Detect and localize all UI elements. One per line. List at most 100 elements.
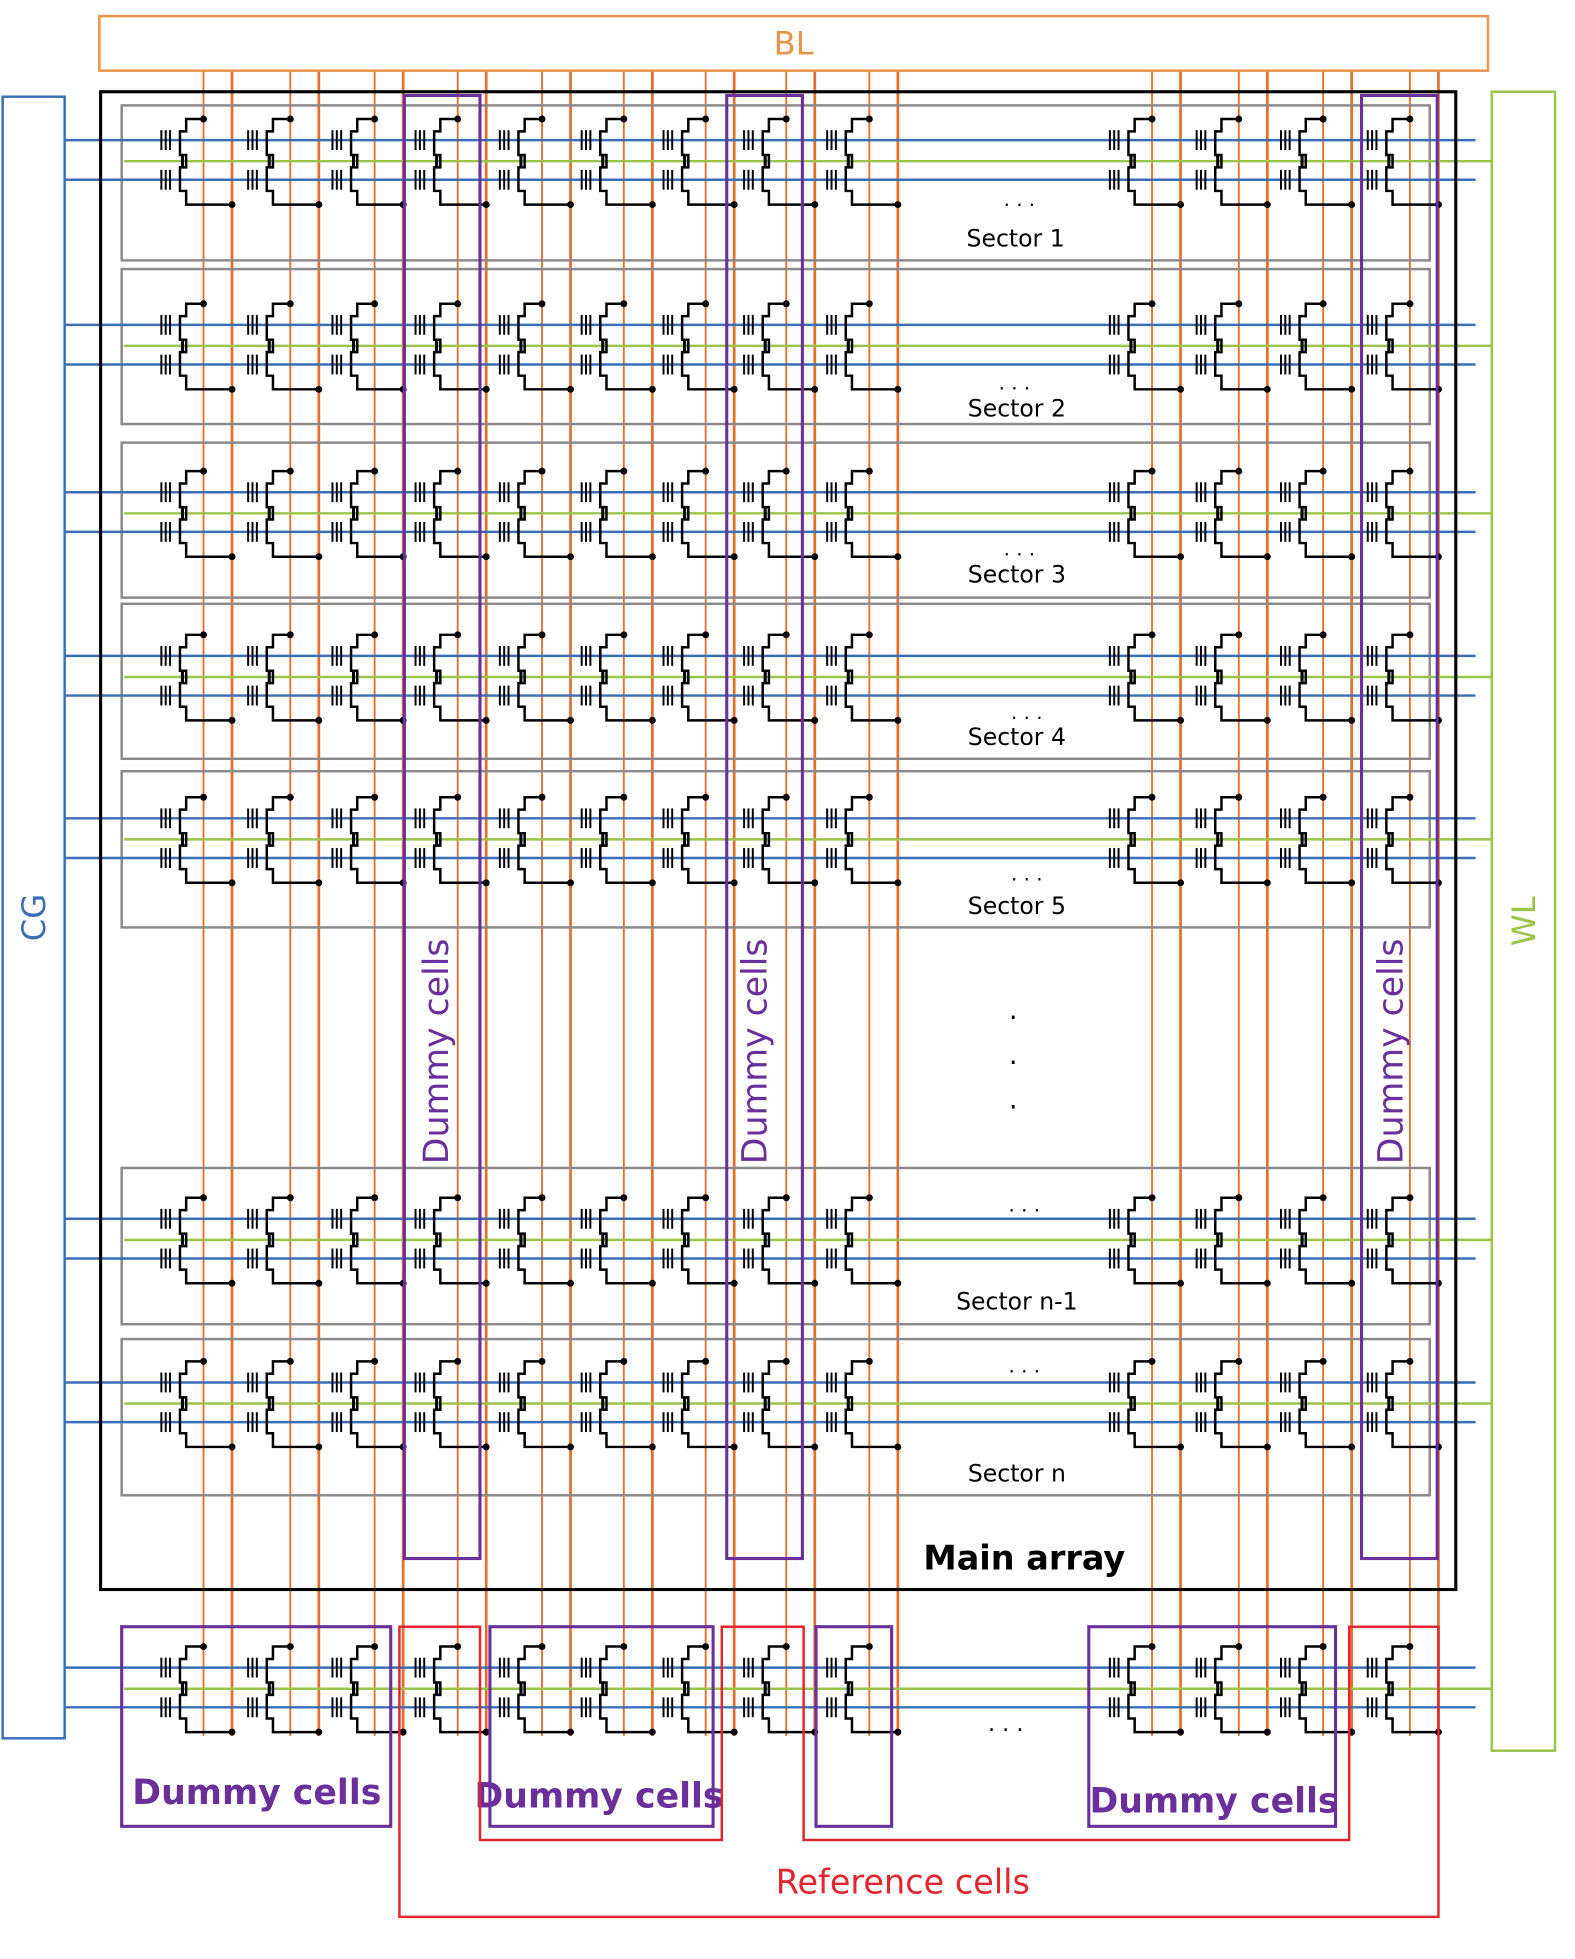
source-contact-dot: [648, 1728, 656, 1736]
cell-transistor: [599, 1360, 653, 1449]
memory-cell: [1279, 300, 1356, 393]
wires-layer: [64, 70, 1492, 1736]
sector-label: Sector 3: [968, 561, 1066, 589]
cell-transistor: [844, 1645, 898, 1734]
drain-contact-dot: [1235, 1643, 1243, 1651]
drain-contact-dot: [1148, 631, 1156, 639]
vertical-ellipsis-dot: .: [1009, 1040, 1018, 1071]
source-contact-dot: [567, 1279, 574, 1287]
drain-contact-dot: [371, 467, 379, 475]
source-contact-dot: [1263, 553, 1271, 561]
main-array-box: [99, 90, 1458, 1592]
cell-transistor: [761, 117, 815, 206]
source-contact-dot: [1177, 716, 1185, 724]
source-contact-dot: [228, 1443, 236, 1451]
source-contact-dot: [1348, 1443, 1356, 1451]
cell-transistor: [517, 633, 571, 722]
drain-contact-dot: [782, 793, 790, 801]
memory-cell: [1279, 467, 1356, 561]
source-contact-dot: [1177, 1279, 1185, 1287]
drain-contact-dot: [538, 1357, 546, 1365]
drain-contact-dot: [371, 1357, 379, 1365]
cell-transistor: [680, 302, 735, 391]
sector-label: Sector n: [968, 1460, 1066, 1488]
cell-transistor: [349, 1196, 404, 1285]
memory-cell: [160, 1194, 236, 1287]
drain-contact-dot: [538, 467, 546, 475]
cell-transistor: [1214, 633, 1268, 722]
cell-transistor: [1127, 117, 1181, 206]
sector-ellipsis: . . .: [1011, 701, 1043, 724]
dummy-column-label: Dummy cells: [1371, 939, 1411, 1165]
cell-transistor: [178, 302, 233, 391]
cell-transistor: [517, 302, 571, 391]
dummy-column-label: Dummy cells: [417, 939, 457, 1165]
source-contact-dot: [730, 201, 738, 209]
cell-transistor: [1385, 117, 1439, 206]
drain-contact-dot: [620, 1357, 628, 1365]
source-contact-dot: [315, 1443, 323, 1451]
memory-cell: [414, 467, 490, 561]
source-contact-dot: [730, 716, 738, 724]
cell-transistor: [1298, 117, 1352, 206]
drain-contact-dot: [1235, 793, 1243, 801]
dummy-column-3: Dummy cells: [1360, 93, 1439, 1561]
memory-cell: [414, 1194, 490, 1287]
cell-transistor: [761, 1645, 815, 1734]
drain-contact-dot: [865, 467, 873, 475]
memory-cell: [160, 467, 236, 561]
dummy-row-label-2: Dummy cells: [474, 1777, 723, 1817]
drain-contact-dot: [286, 1357, 294, 1365]
drain-contact-dot: [454, 631, 462, 639]
memory-cell: [1195, 631, 1271, 724]
memory-cell: [1279, 631, 1356, 724]
sector-box: [120, 1166, 1431, 1326]
sector-ellipsis: . . .: [1004, 537, 1036, 560]
drain-contact-dot: [371, 631, 379, 639]
dummy-row-label-4: Dummy cells: [1089, 1782, 1338, 1822]
cell-transistor: [349, 1645, 404, 1734]
memory-cell: [1108, 631, 1185, 724]
source-contact-dot: [648, 385, 656, 393]
memory-cell: [414, 631, 490, 724]
source-contact-dot: [228, 716, 236, 724]
cell-transistor: [1385, 302, 1439, 391]
cell-transistor: [1214, 302, 1268, 391]
drain-contact-dot: [782, 300, 790, 308]
memory-cell: [1108, 300, 1185, 393]
source-contact-dot: [648, 879, 656, 887]
memory-cell: [414, 793, 490, 887]
memory-cell: [826, 300, 902, 393]
memory-cell: [743, 300, 819, 393]
sector-ellipsis: . . .: [1004, 188, 1036, 211]
memory-cell: [160, 631, 236, 724]
cell-transistor: [680, 795, 735, 885]
cell-transistor: [432, 1196, 487, 1285]
source-contact-dot: [228, 1728, 236, 1736]
drain-contact-dot: [782, 1194, 790, 1202]
cell-transistor: [1385, 1645, 1439, 1734]
cell-transistor: [1214, 1645, 1268, 1734]
cell-transistor: [432, 1360, 487, 1449]
memory-cell: [743, 1357, 819, 1451]
source-contact-dot: [730, 879, 738, 887]
source-contact-dot: [315, 1279, 323, 1287]
drain-contact-dot: [286, 1194, 294, 1202]
drain-contact-dot: [1148, 115, 1156, 123]
drain-contact-dot: [782, 1357, 790, 1365]
cell-transistor: [599, 1196, 653, 1285]
cell-transistor: [265, 302, 319, 391]
cell-transistor: [844, 1360, 898, 1449]
memory-cell: [580, 1194, 656, 1287]
cell-transistor: [1298, 1196, 1352, 1285]
source-contact-dot: [482, 201, 490, 209]
reference-cells-outline: [398, 1625, 1440, 1919]
sector-box: [120, 769, 1431, 929]
memory-cell: [662, 1194, 738, 1287]
drain-contact-dot: [1406, 1194, 1414, 1202]
drain-contact-dot: [1319, 115, 1327, 123]
source-contact-dot: [648, 1279, 656, 1287]
memory-cell: [1195, 1643, 1271, 1736]
memory-cell: [580, 1643, 656, 1736]
dummy-column-box: [1360, 93, 1439, 1561]
